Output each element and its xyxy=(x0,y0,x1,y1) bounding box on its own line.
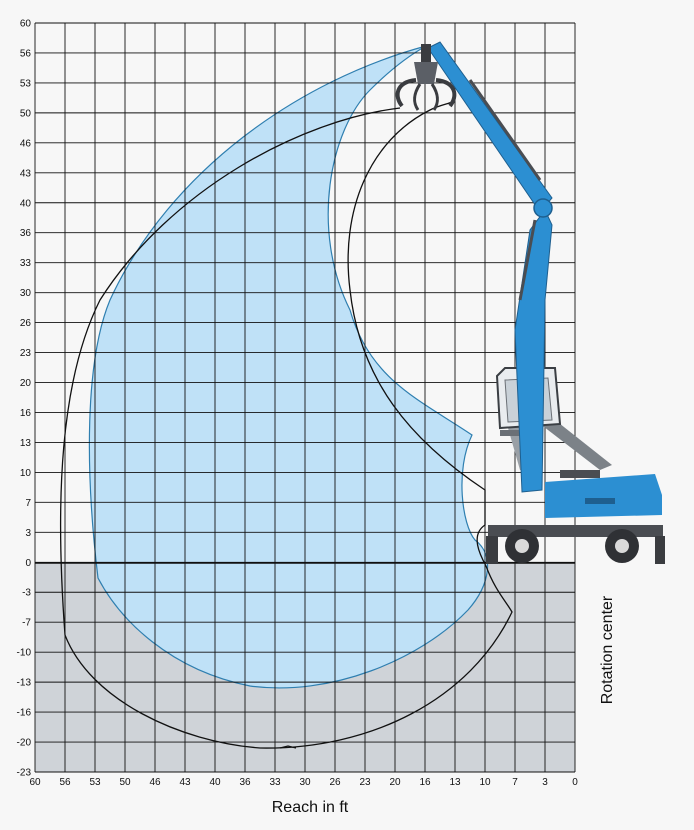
y-tick-label: 53 xyxy=(20,78,32,89)
y-tick-label: 30 xyxy=(20,288,32,299)
y-tick-label: 40 xyxy=(20,198,32,209)
x-axis-label: Reach in ft xyxy=(272,799,349,816)
y-tick-label: 56 xyxy=(20,48,32,59)
x-tick-label: 20 xyxy=(389,777,401,788)
y-tick-label: -16 xyxy=(17,708,32,719)
bottom-notch xyxy=(279,745,297,749)
y-tick-label: 36 xyxy=(20,228,32,239)
y-tick-label: 3 xyxy=(25,528,31,539)
y-tick-label: -13 xyxy=(17,678,32,689)
y-tick-label: 43 xyxy=(20,168,32,179)
x-tick-label: 33 xyxy=(269,777,281,788)
material-handler-machine xyxy=(395,41,665,564)
y-tick-label: 26 xyxy=(20,318,32,329)
y-tick-label: 33 xyxy=(20,258,32,269)
y-tick-label: -20 xyxy=(17,738,32,749)
x-tick-label: 0 xyxy=(572,777,578,788)
y-tick-label: -3 xyxy=(22,588,31,599)
x-tick-label: 46 xyxy=(149,777,161,788)
x-tick-label: 56 xyxy=(59,777,71,788)
y-tick-label: 13 xyxy=(20,438,32,449)
max-reach-curve xyxy=(59,101,513,749)
y-axis-ticks: 60565350464340363330262320161310730-3-7-… xyxy=(17,19,32,779)
x-tick-label: 50 xyxy=(119,777,131,788)
x-tick-label: 60 xyxy=(29,777,41,788)
y-tick-label: 23 xyxy=(20,348,32,359)
x-tick-label: 13 xyxy=(449,777,461,788)
grab-reach-envelope xyxy=(88,45,489,689)
x-tick-label: 16 xyxy=(419,777,431,788)
y-tick-label: -10 xyxy=(17,648,32,659)
y-tick-label: 20 xyxy=(20,378,32,389)
x-tick-label: 43 xyxy=(179,777,191,788)
y-tick-label: 50 xyxy=(20,108,32,119)
y-tick-label: 10 xyxy=(20,468,32,479)
y-tick-label: -7 xyxy=(22,618,31,629)
y-tick-label: 0 xyxy=(25,558,31,569)
y-tick-label: -23 xyxy=(17,768,32,779)
x-tick-label: 10 xyxy=(479,777,491,788)
rotation-center-label: Rotation center xyxy=(599,595,616,704)
x-tick-label: 3 xyxy=(542,777,548,788)
y-tick-label: 46 xyxy=(20,138,32,149)
x-tick-label: 40 xyxy=(209,777,221,788)
x-tick-label: 7 xyxy=(512,777,518,788)
y-tick-label: 60 xyxy=(20,19,32,30)
x-tick-label: 53 xyxy=(89,777,101,788)
x-tick-label: 26 xyxy=(329,777,341,788)
x-tick-label: 23 xyxy=(359,777,371,788)
x-tick-label: 30 xyxy=(299,777,311,788)
x-tick-label: 36 xyxy=(239,777,251,788)
y-tick-label: 7 xyxy=(25,498,31,509)
y-tick-label: 16 xyxy=(20,408,32,419)
